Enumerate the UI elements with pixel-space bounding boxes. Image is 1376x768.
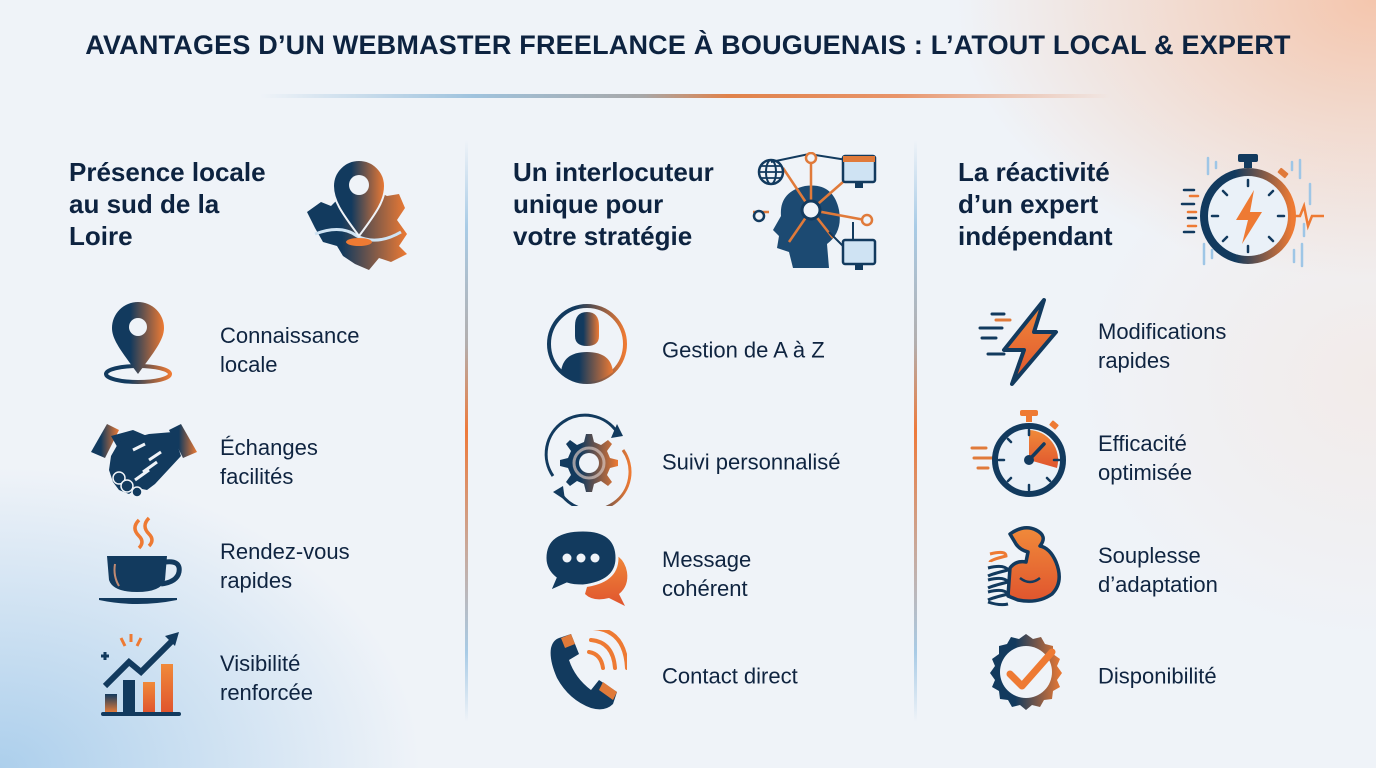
list-item: Gestion de A à Z [513,300,913,400]
column-heading: Un interlocuteur unique pour votre strat… [513,156,714,252]
heading-line: votre stratégie [513,221,693,251]
label-line: Gestion de A à Z [662,337,825,363]
heading-line: d’un expert [958,189,1099,219]
column-single-contact: Un interlocuteur unique pour votre strat… [513,150,893,740]
label-line: Souplesse [1098,543,1201,568]
heading-line: Un interlocuteur [513,157,714,187]
label-line: Rendez-vous [220,539,350,564]
flexed-arm-spring-icon [984,524,1068,608]
page-title: AVANTAGES D’UN WEBMASTER FREELANCE À BOU… [85,30,1291,60]
column-heading: La réactivité d’un expert indépendant [958,156,1113,252]
label-line: Modifications [1098,319,1227,344]
item-label: Connaissance locale [220,321,359,379]
head-network-icon [749,152,883,274]
item-label: Modifications rapides [1098,317,1226,375]
list-item: Connaissance locale [69,300,469,400]
user-circle-icon [545,302,629,386]
list-item: Visibilité renforcée [69,628,469,728]
item-label: Suivi personnalisé [662,448,841,477]
gear-cycle-icon [539,412,633,506]
item-label: Disponibilité [1098,662,1217,691]
label-line: rapides [220,568,293,593]
list-item: Disponibilité [958,626,1358,726]
item-label: Message cohérent [662,545,751,603]
column-divider [914,140,917,722]
column-reactivity: La réactivité d’un expert indépendant [958,150,1358,740]
list-item: Contact direct [513,626,913,726]
label-line: Message [662,547,752,572]
heading-line: indépendant [958,221,1113,251]
item-label: Rendez-vous rapides [220,537,350,595]
label-line: cohérent [662,576,748,601]
label-line: Disponibilité [1098,663,1217,689]
label-line: d’adaptation [1098,572,1218,597]
item-label: Visibilité renforcée [220,649,313,707]
column-heading: Présence locale au sud de la Loire [69,156,266,252]
label-line: locale [220,352,278,377]
list-item: Souplesse d’adaptation [958,520,1358,620]
label-line: Connaissance [220,323,360,348]
label-line: optimisée [1098,460,1193,485]
item-label: Contact direct [662,662,798,691]
item-label: Souplesse d’adaptation [1098,541,1218,599]
list-item: Modifications rapides [958,296,1358,396]
label-line: Contact direct [662,663,798,689]
coffee-cup-icon [97,516,187,608]
map-pin-region-icon [301,150,413,274]
label-line: Suivi personnalisé [662,449,841,475]
title-underline [260,94,1110,98]
chat-bubbles-icon [543,528,633,608]
check-badge-icon [986,632,1066,712]
heading-line: Présence locale [69,157,266,187]
stopwatch-lightning-icon [1180,154,1328,274]
label-line: renforcée [220,680,313,705]
item-label: Efficacité optimisée [1098,429,1192,487]
list-item: Message cohérent [513,524,913,624]
location-pin-icon [102,302,174,392]
label-line: rapides [1098,348,1171,373]
label-line: Échanges [220,435,318,460]
heading-line: au sud de la [69,189,220,219]
column-local-presence: Présence locale au sud de la Loire Conna… [69,150,449,740]
label-line: Efficacité [1098,431,1187,456]
list-item: Échanges facilités [69,412,469,512]
heading-line: Loire [69,221,133,251]
list-item: Rendez-vous rapides [69,516,469,616]
list-item: Suivi personnalisé [513,412,913,512]
lightning-speed-icon [978,298,1064,388]
label-line: Visibilité [220,651,301,676]
column-divider [465,140,468,722]
item-label: Gestion de A à Z [662,336,825,365]
item-label: Échanges facilités [220,433,318,491]
heading-line: unique pour [513,189,664,219]
list-item: Efficacité optimisée [958,408,1358,508]
phone-ringing-icon [547,630,627,714]
label-line: facilités [220,464,294,489]
stopwatch-icon [970,410,1070,500]
growth-chart-icon [99,628,185,720]
heading-line: La réactivité [958,157,1110,187]
handshake-icon [89,422,199,498]
